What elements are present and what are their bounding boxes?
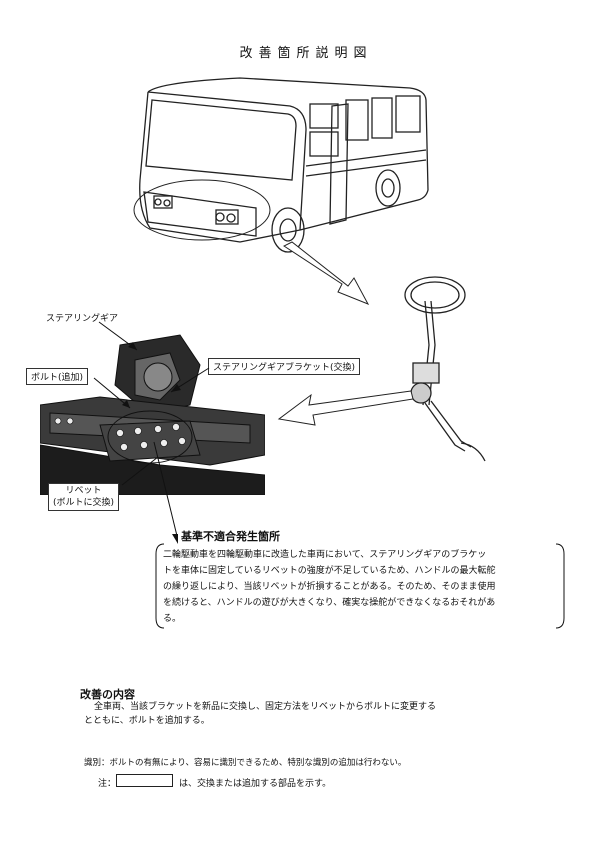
defect-line: 二輪駆動車を四輪駆動車に改造した車両において、ステアリングギアのブラケッ [163, 550, 487, 560]
arrow-bus-to-steering [282, 241, 370, 305]
defect-bracket-frame [155, 543, 565, 629]
page-title: 改善箇所説明図 [239, 46, 373, 61]
defect-line: の繰り返しにより、当該リベットが折損することがある。そのため、そのまま使用 [163, 582, 496, 592]
bus-illustration [133, 77, 429, 253]
steering-assembly-illustration [404, 276, 486, 462]
bracket-label: ステアリングギアブラケット(交換) [208, 358, 361, 375]
steering-gear-label: ステアリングギア [46, 314, 119, 324]
defect-title: 基準不適合発生箇所 [178, 528, 283, 544]
steering-gear-leader [98, 321, 138, 351]
bolt-leader [93, 377, 131, 409]
defect-line: トを車体に固定しているリベットの強度が不足しているため、ハンドルの最大転舵 [163, 566, 496, 576]
defect-description: 二輪駆動車を四輪駆動車に改造した車両において、ステアリングギアのブラケッ トを車… [163, 547, 559, 627]
arrow-steering-to-detail [277, 390, 414, 426]
improvement-title: 改善の内容 [80, 688, 135, 701]
steering-gear-bracket-photo [40, 325, 265, 495]
rivet-label-line2: (ボルトに交換) [53, 498, 115, 508]
defect-line: を続けると、ハンドルの遊びが大きくなり、確実な操舵ができなくなるおそれがあ [163, 598, 496, 608]
rivet-leader [121, 456, 159, 486]
note-legend-box [116, 774, 173, 787]
note-text: は、交換または追加する部品を示す。 [179, 779, 332, 789]
bolt-added-label: ボルト(追加) [26, 368, 89, 385]
note-prefix: 注： [98, 779, 117, 789]
bracket-leader [170, 367, 210, 393]
improvement-line2: とともに、ボルトを追加する。 [84, 716, 210, 726]
defect-line: る。 [163, 614, 182, 624]
improvement-description: 全車両、当該ブラケットを新品に交換し、固定方法をリベットからボルトに変更する と… [84, 700, 504, 728]
rivet-label: リベット (ボルトに交換) [48, 483, 120, 511]
improvement-line1: 全車両、当該ブラケットを新品に交換し、固定方法をリベットからボルトに変更する [94, 702, 437, 712]
identification-text: 識別：ボルトの有無により、容易に識別できるため、特別な識別の追加は行わない。 [84, 758, 407, 768]
rivet-label-line1: リベット [65, 486, 102, 496]
